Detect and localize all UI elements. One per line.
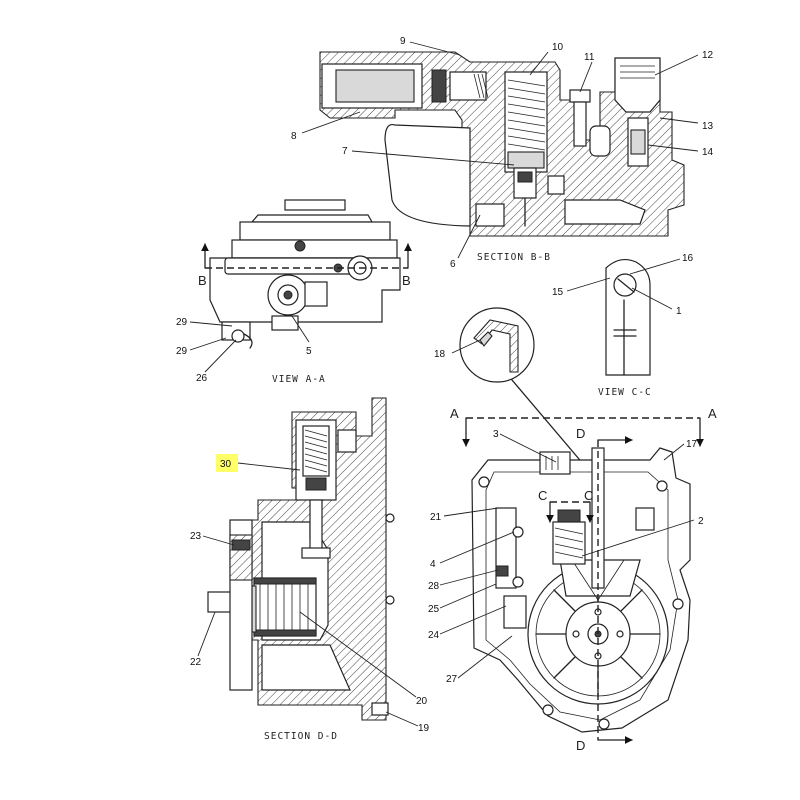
callout-3: 3 xyxy=(493,429,499,440)
callout-29-bottom: 29 xyxy=(176,346,188,357)
callout-13: 13 xyxy=(702,121,714,132)
highlight-callout-30 xyxy=(216,454,238,472)
caption-section-bb: SECTION B-B xyxy=(477,252,551,263)
callout-20: 20 xyxy=(416,696,428,707)
section-letter-c-right: C xyxy=(584,488,593,503)
callout-7: 7 xyxy=(342,146,348,157)
callout-2: 2 xyxy=(698,516,704,527)
callout-15: 15 xyxy=(552,287,564,298)
callout-21: 21 xyxy=(430,512,442,523)
callout-4: 4 xyxy=(430,559,436,570)
callout-6: 6 xyxy=(450,259,456,270)
callout-5: 5 xyxy=(306,346,312,357)
callout-14: 14 xyxy=(702,147,714,158)
callout-27: 27 xyxy=(446,674,458,685)
callout-1: 1 xyxy=(676,306,682,317)
callout-19: 19 xyxy=(418,723,430,734)
caption-section-dd: SECTION D-D xyxy=(264,731,338,742)
callout-25: 25 xyxy=(428,604,440,615)
callout-30: 30 xyxy=(220,459,232,470)
detail-bubble-18 xyxy=(459,307,591,473)
section-bb-drawing xyxy=(319,51,685,237)
section-letter-a-right: A xyxy=(708,406,717,421)
view-aa-drawing xyxy=(201,199,412,349)
section-letter-a-left: A xyxy=(450,406,459,421)
callout-11: 11 xyxy=(584,52,595,63)
callout-24: 24 xyxy=(428,630,440,641)
callout-16: 16 xyxy=(682,253,694,264)
section-letter-d-bottom: D xyxy=(576,738,585,753)
callout-10: 10 xyxy=(552,42,564,53)
section-letter-d-top: D xyxy=(576,426,585,441)
section-letter-c-left: C xyxy=(538,488,547,503)
caption-view-cc: VIEW C-C xyxy=(598,387,652,398)
callout-22: 22 xyxy=(190,657,202,668)
section-letter-b-right: B xyxy=(402,273,411,288)
callout-23: 23 xyxy=(190,531,202,542)
callout-29-top: 29 xyxy=(176,317,188,328)
section-dd-drawing xyxy=(207,397,395,721)
section-letter-b-left: B xyxy=(198,273,207,288)
callout-17: 17 xyxy=(686,439,698,450)
callout-28: 28 xyxy=(428,581,440,592)
callout-26: 26 xyxy=(196,373,208,384)
callout-8: 8 xyxy=(291,131,297,142)
leader-lines xyxy=(189,41,699,727)
caption-view-aa: VIEW A-A xyxy=(272,374,326,385)
callout-9: 9 xyxy=(400,36,406,47)
view-cc-drawing xyxy=(605,258,651,376)
callout-18: 18 xyxy=(434,349,446,360)
main-view-drawing xyxy=(462,417,704,744)
callout-12: 12 xyxy=(702,50,714,61)
